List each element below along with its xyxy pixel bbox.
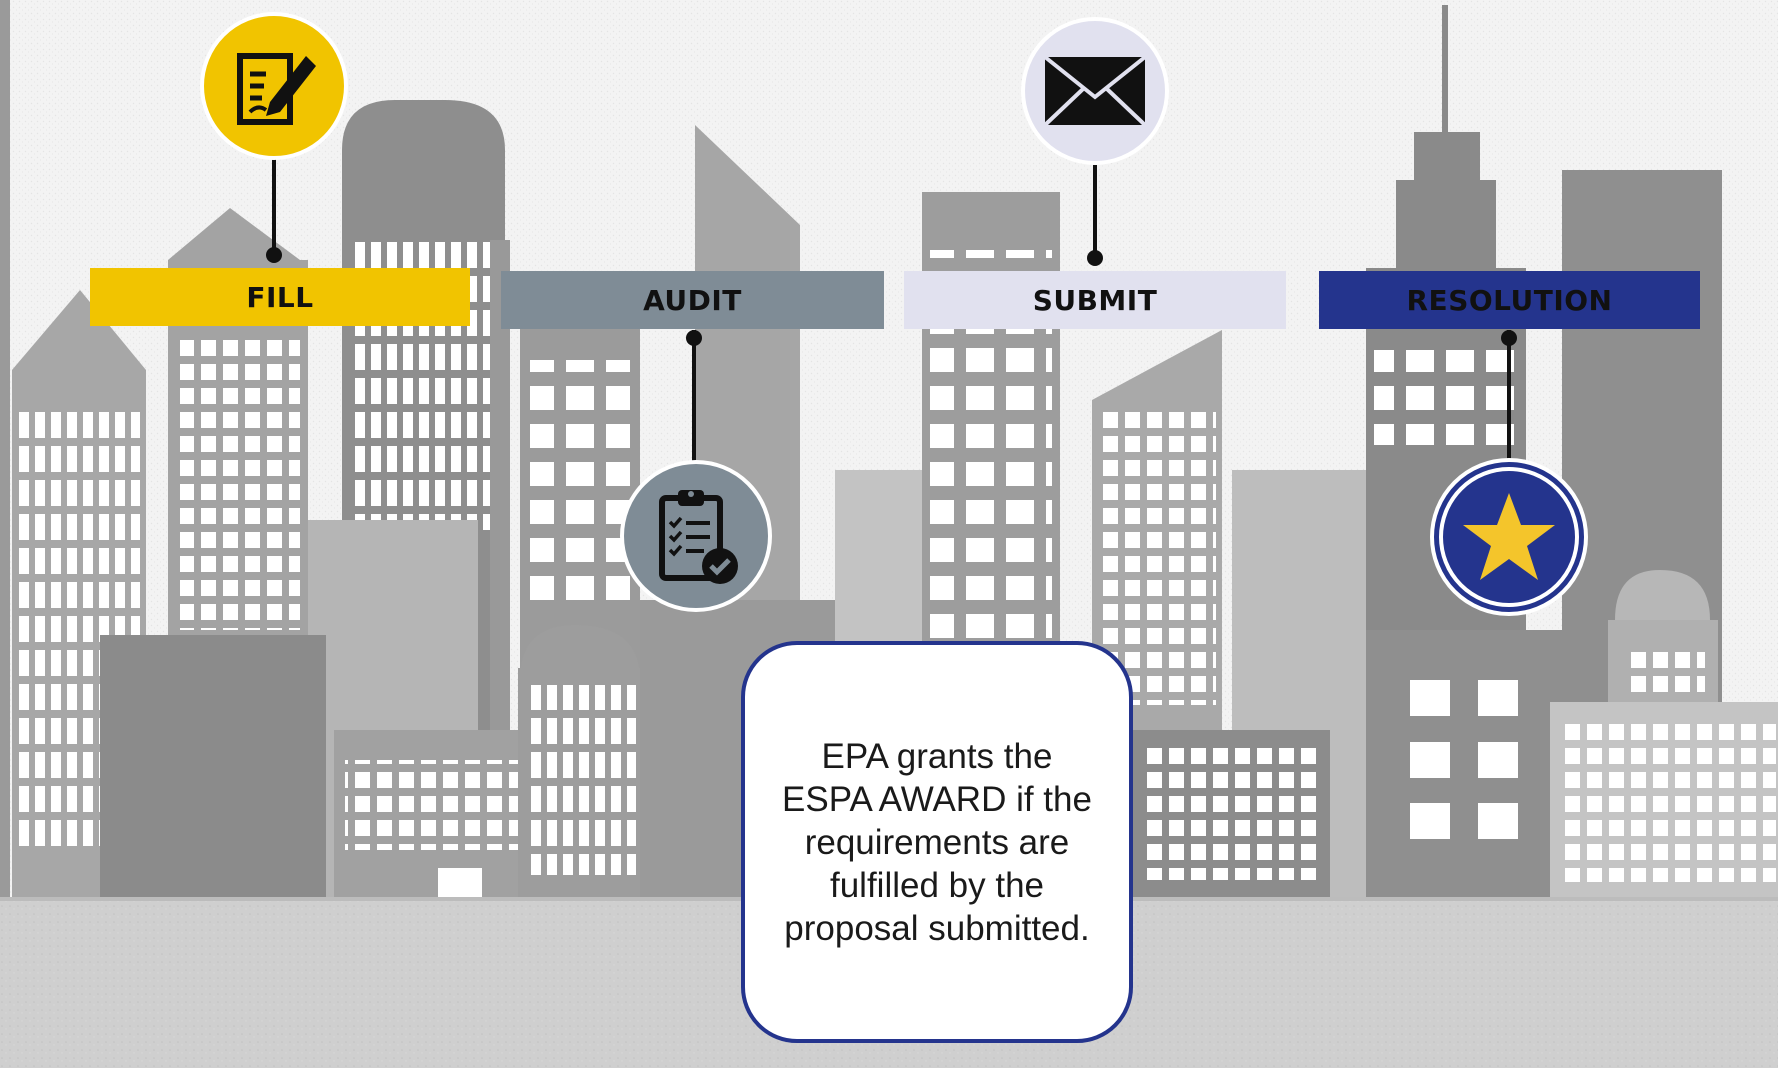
callout-text: EPA grants the ESPA AWARD if the require… [782, 736, 1092, 948]
step-resolution-bar: RESOLUTION [1319, 271, 1700, 329]
envelope-icon [1043, 55, 1147, 127]
step-fill-label: FILL [246, 280, 314, 314]
resolution-connector-dot [1501, 330, 1517, 346]
step-fill-bar: FILL [90, 268, 470, 326]
step-resolution-label: RESOLUTION [1406, 283, 1613, 317]
resolution-connector-line [1507, 330, 1511, 460]
step-submit-label: SUBMIT [1032, 283, 1158, 317]
form-edit-icon [237, 53, 316, 125]
star-icon [1463, 493, 1555, 580]
resolution-inner-ring [1439, 467, 1579, 607]
submit-connector-line [1093, 165, 1097, 260]
step-audit-label: AUDIT [643, 283, 742, 317]
submit-connector-dot [1087, 250, 1103, 266]
audit-connector-dot [686, 330, 702, 346]
submit-icon-circle [1021, 17, 1169, 165]
resolution-icon-circle [1430, 458, 1588, 616]
audit-icon-circle [620, 460, 772, 612]
step-audit-bar: AUDIT [501, 271, 884, 329]
audit-connector-line [692, 330, 696, 462]
step-submit-bar: SUBMIT [904, 271, 1286, 329]
resolution-callout-box: EPA grants the ESPA AWARD if the require… [741, 641, 1133, 1043]
fill-icon-circle [200, 12, 348, 160]
fill-connector-dot [266, 247, 282, 263]
fill-connector-line [272, 158, 276, 258]
clipboard-check-icon [659, 490, 738, 584]
